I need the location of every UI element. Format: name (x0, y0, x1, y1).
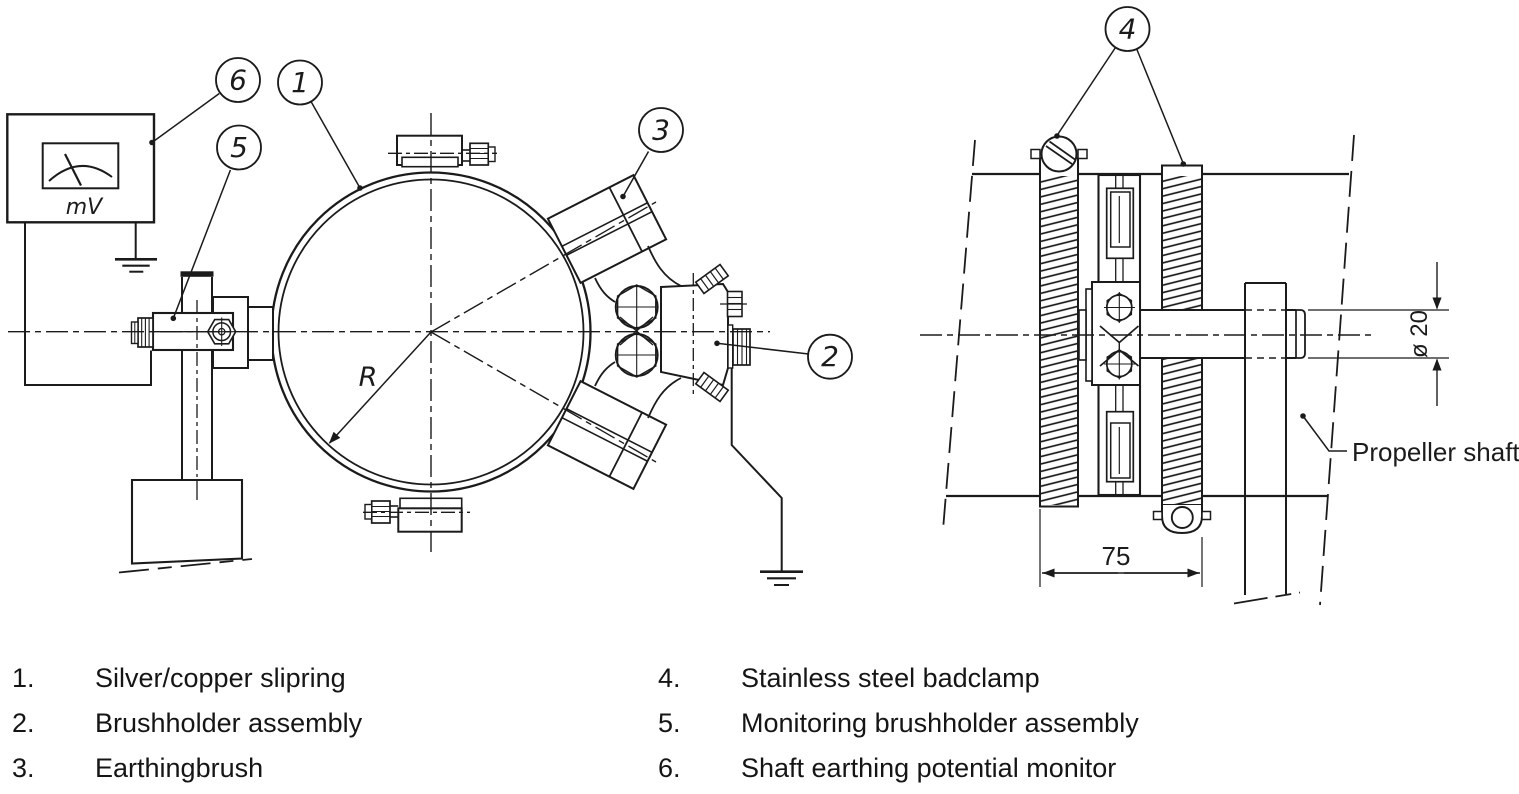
dimension-75-label: 75 (1102, 541, 1131, 571)
legend-item-3-label: Earthingbrush (95, 753, 264, 783)
legend-item-1-number: 1. (12, 663, 35, 693)
callout-2: 2 (714, 333, 853, 380)
legend-item-5-label: Monitoring brushholder assembly (741, 708, 1139, 738)
ring-clamp-top (388, 134, 497, 168)
brushholder-bolt-upper (694, 263, 730, 295)
callout-2-number: 2 (821, 340, 839, 373)
pedestal (118, 478, 253, 574)
dimension-diameter-label: ø 20 (1406, 310, 1433, 358)
radius-label: R (359, 362, 378, 393)
brushholder-hex-nuts (614, 284, 659, 378)
dimension-diameter: ø 20 (1308, 262, 1449, 406)
callouts: 1 2 3 4 5 (149, 6, 1187, 380)
legend-item-2-label: Brushholder assembly (95, 708, 363, 738)
post-top-cap (180, 271, 214, 277)
earthing-brush-housing-lower (546, 379, 668, 491)
brushholder-stud-nut-upper (720, 290, 747, 318)
bandclamp-left (1030, 135, 1088, 508)
callout-3-number: 3 (652, 114, 670, 147)
meter-scale-arc (48, 164, 113, 182)
brushholder-assembly (614, 263, 751, 403)
monitoring-bolt (130, 317, 154, 348)
callout-4: 4 (1054, 6, 1187, 167)
ground-symbol-brush (760, 570, 803, 586)
legend-item-2-number: 2. (12, 708, 35, 738)
monitoring-brushholder-assembly (118, 271, 274, 574)
callout-1: 1 (277, 59, 363, 191)
legend-item-1-label: Silver/copper slipring (95, 663, 346, 693)
legend-item-4-number: 4. (658, 663, 681, 693)
callout-3: 3 (620, 107, 684, 200)
propeller-shaft-annotation: Propeller shaft (1300, 413, 1519, 467)
meter-needle (64, 153, 82, 186)
meter-unit-label: mV (66, 195, 104, 220)
dimension-75: 75 (1039, 509, 1203, 587)
callout-6: 6 (149, 57, 261, 146)
legend-item-6-label: Shaft earthing potential monitor (741, 753, 1117, 783)
shaft-break-line-right (1319, 134, 1355, 606)
brushholder-bolt-lower (694, 371, 730, 403)
legend-item-5-number: 5. (658, 708, 681, 738)
column-guide-lines (1115, 175, 1124, 495)
bandclamp-side-view: 75 ø 20 Propeller shaft (920, 134, 1519, 606)
slipring-front-view: mV R (6, 113, 803, 586)
base-line (118, 558, 253, 574)
radius-annotation: R (328, 331, 432, 444)
propeller-shaft-label: Propeller shaft (1352, 437, 1519, 467)
callout-4-number: 4 (1119, 13, 1137, 46)
legend-item-6-number: 6. (658, 753, 681, 783)
potential-monitor: mV (6, 113, 157, 386)
callout-1-number: 1 (291, 66, 309, 99)
ring-clamp-bottom (363, 497, 470, 533)
callout-5: 5 (170, 124, 262, 322)
brush-housing-necks (594, 245, 682, 419)
earthing-wire (730, 368, 803, 586)
callout-6-number: 6 (229, 64, 247, 97)
legend-item-3-number: 3. (12, 753, 35, 783)
earthing-brush-housing-upper (546, 173, 668, 285)
stub-shaft (1139, 309, 1306, 359)
monitor-wire (24, 222, 152, 386)
callout-5-number: 5 (230, 131, 248, 164)
legend-item-4-label: Stainless steel badclamp (741, 663, 1040, 693)
side-brush-hub (1078, 281, 1141, 386)
ground-symbol-meter (115, 257, 157, 273)
